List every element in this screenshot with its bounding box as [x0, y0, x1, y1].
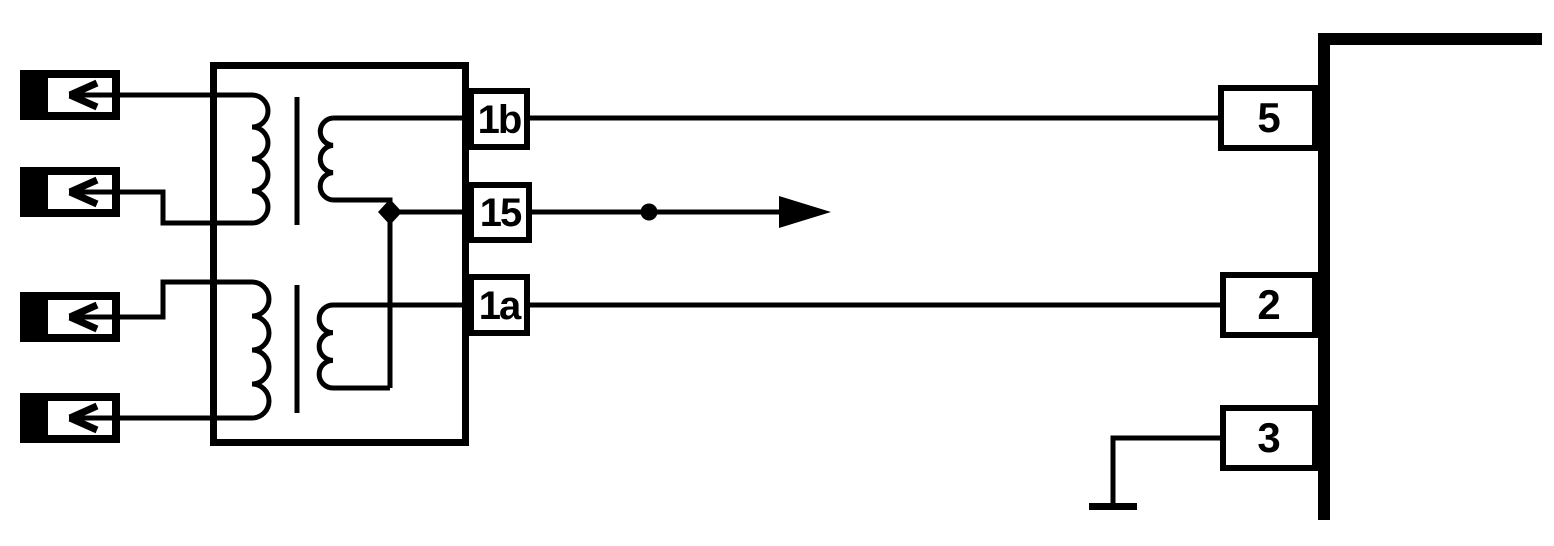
wire-continuation-arrow-icon [779, 196, 831, 228]
harness-terminal-2: 2 [1220, 272, 1318, 338]
terminal-label-1b: 1b [478, 98, 521, 142]
wire-terminal-3-to-ground [1110, 435, 1223, 503]
terminal-label-15: 15 [480, 191, 522, 235]
terminal-label-3: 3 [1257, 414, 1280, 461]
terminal-label-2: 2 [1257, 281, 1280, 328]
connector-rail [1318, 33, 1542, 520]
terminal-label-1a: 1a [479, 284, 522, 328]
primary-winding-1-icon [251, 92, 271, 226]
wire-hv3-to-primary2-top [69, 279, 252, 320]
terminal-box-5 [1218, 85, 1318, 151]
hv-plug-contact-4 [20, 393, 48, 443]
terminal-box-1a [468, 274, 530, 336]
harness-terminal-3: 3 [1220, 405, 1318, 471]
junction-diamond-icon [378, 199, 402, 225]
hv-plug-contact-2 [20, 167, 48, 217]
secondary-winding-2-icon [316, 302, 334, 391]
hv-plug-contact-1 [20, 70, 48, 120]
transformer-1 [251, 92, 334, 226]
terminal-box-2 [1220, 272, 1318, 338]
primary-winding-2-icon [251, 279, 272, 421]
coil-housing-outline [210, 62, 469, 446]
coil-terminal-1b: 1b [468, 88, 530, 150]
junction-dot-icon [640, 203, 658, 221]
hv-plug-contact-3 [20, 292, 48, 342]
ignition-coil-unit [210, 62, 469, 446]
terminal-label-5: 5 [1257, 94, 1280, 141]
coil-terminal-15: 15 [468, 182, 532, 243]
secondary-winding-1-icon [317, 115, 334, 203]
harness-terminal-5: 5 [1218, 85, 1318, 151]
transformer-2 [251, 279, 334, 421]
terminal-box-1b [468, 88, 530, 150]
terminal-box-15 [468, 182, 532, 243]
terminal-box-3 [1220, 405, 1318, 471]
coil-terminal-1a: 1a [468, 274, 530, 336]
wire-hv2-to-primary1-bottom [69, 189, 252, 226]
